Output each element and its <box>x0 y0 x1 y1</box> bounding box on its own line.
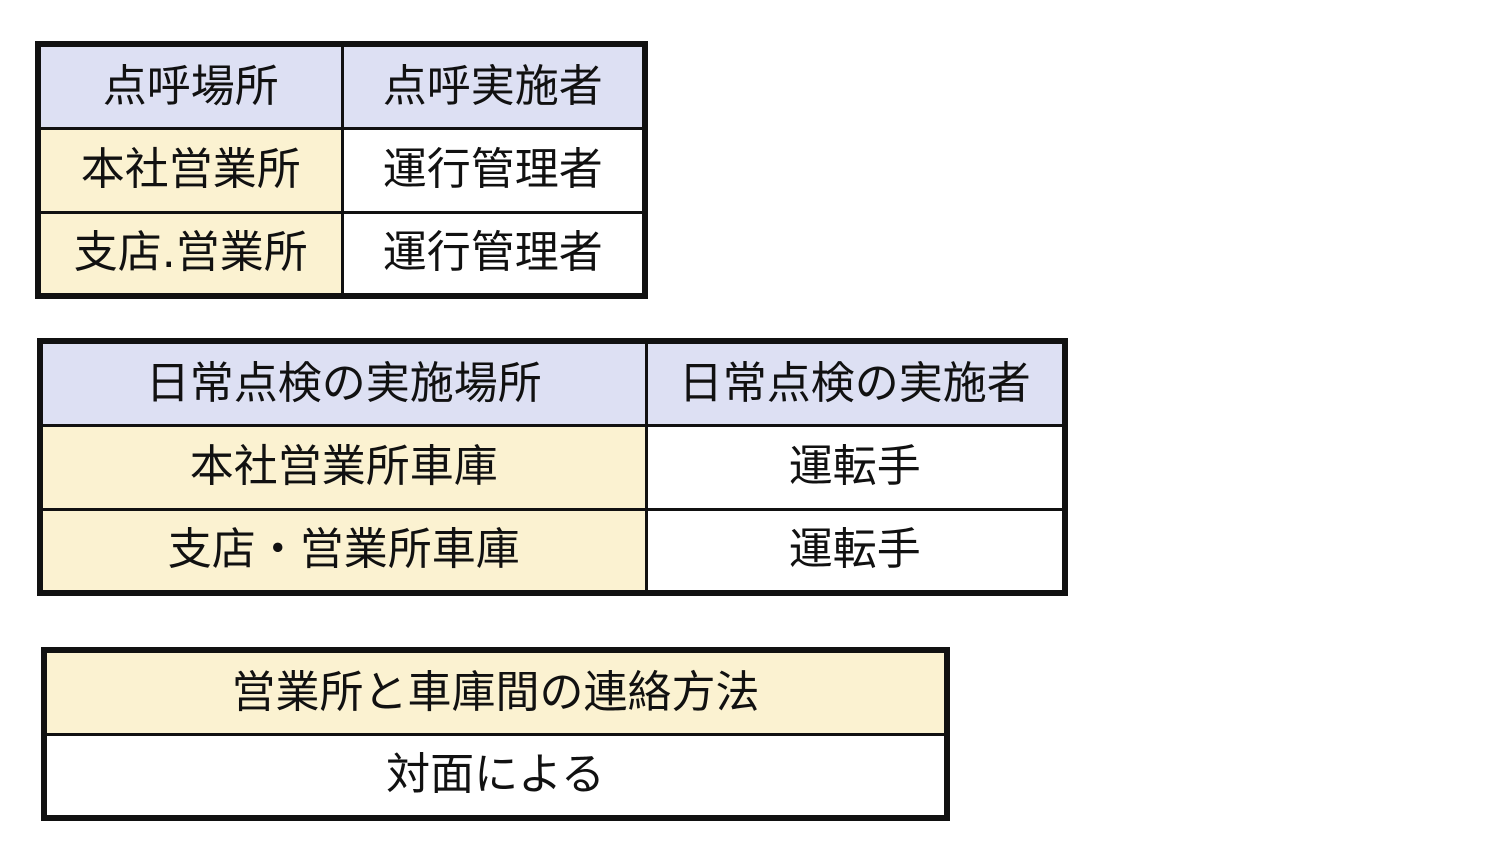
inspection-table: 日常点検の実施場所 日常点検の実施者 本社営業所車庫 運転手 支店・営業所車庫 … <box>37 338 1068 596</box>
contact-method-table: 営業所と車庫間の連絡方法 対面による <box>41 647 950 821</box>
header-rollcall-performer: 点呼実施者 <box>340 42 647 130</box>
header-inspection-location: 日常点検の実施場所 <box>38 339 648 427</box>
table-header-row: 営業所と車庫間の連絡方法 <box>42 648 949 736</box>
cell-location: 支店・営業所車庫 <box>38 507 648 595</box>
rollcall-table: 点呼場所 点呼実施者 本社営業所 運行管理者 支店.営業所 運行管理者 <box>35 41 648 299</box>
header-rollcall-location: 点呼場所 <box>36 42 344 130</box>
cell-performer: 運行管理者 <box>340 210 647 298</box>
table-header-row: 日常点検の実施場所 日常点検の実施者 <box>38 339 1067 427</box>
cell-performer: 運転手 <box>644 507 1067 595</box>
cell-contact-method: 対面による <box>42 732 949 820</box>
table-row: 本社営業所車庫 運転手 <box>38 423 1067 511</box>
table-row: 対面による <box>42 732 949 820</box>
cell-location: 支店.営業所 <box>36 210 344 298</box>
table-header-row: 点呼場所 点呼実施者 <box>36 42 647 130</box>
table-row: 支店.営業所 運行管理者 <box>36 210 647 298</box>
cell-location: 本社営業所車庫 <box>38 423 648 511</box>
table-row: 本社営業所 運行管理者 <box>36 126 647 214</box>
table-row: 支店・営業所車庫 運転手 <box>38 507 1067 595</box>
cell-performer: 運転手 <box>644 423 1067 511</box>
cell-location: 本社営業所 <box>36 126 344 214</box>
header-inspection-performer: 日常点検の実施者 <box>644 339 1067 427</box>
cell-performer: 運行管理者 <box>340 126 647 214</box>
header-contact-method: 営業所と車庫間の連絡方法 <box>42 648 949 736</box>
